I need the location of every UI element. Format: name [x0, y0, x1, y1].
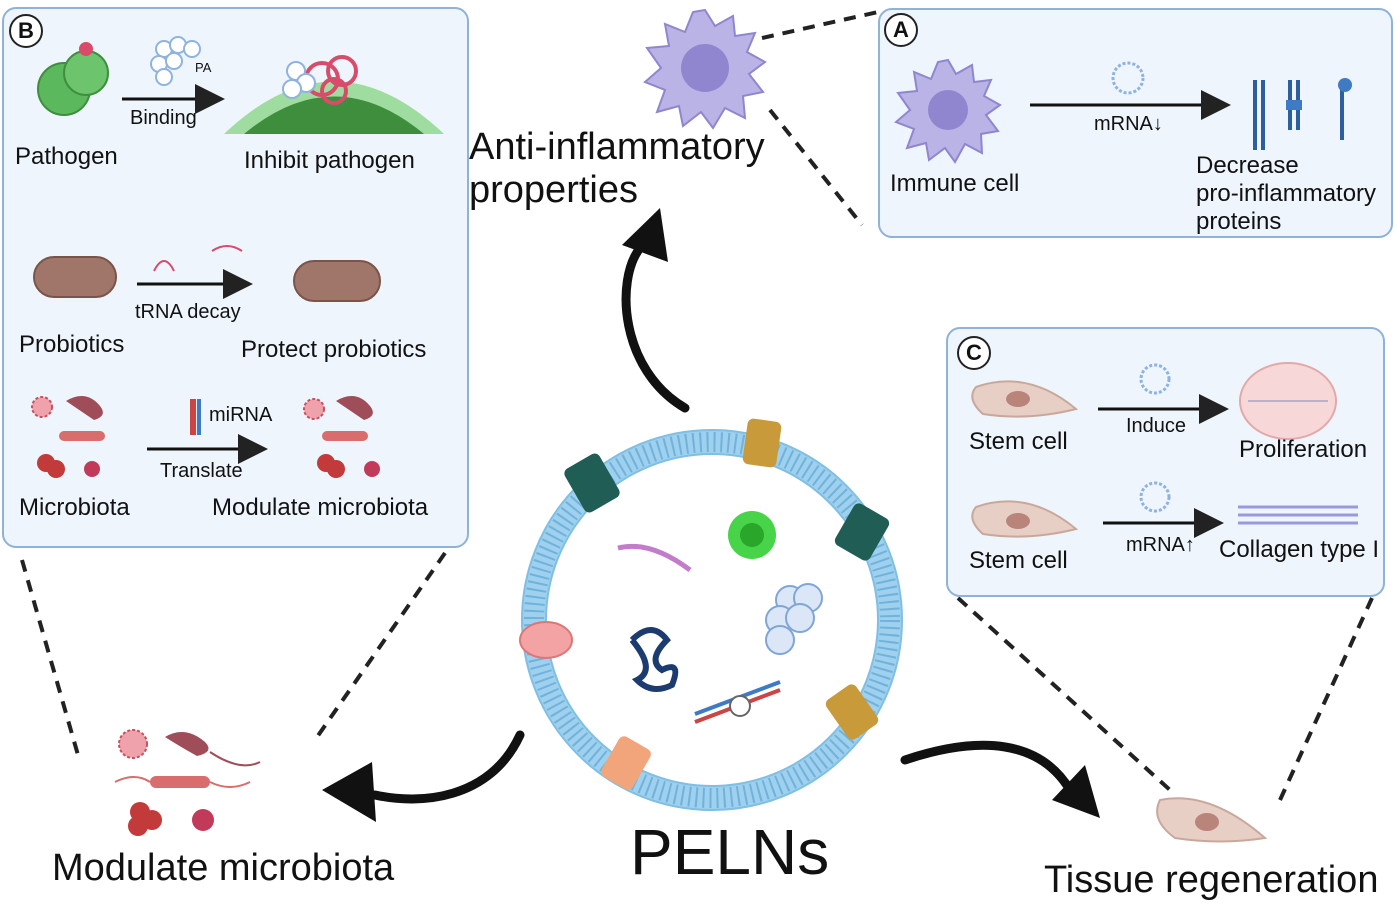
induce-label: Induce	[1126, 415, 1187, 437]
tissue-regeneration-label: Tissue regeneration	[1044, 859, 1379, 901]
proliferation-label: Proliferation	[1239, 436, 1368, 463]
probiotics-label: Probiotics	[19, 331, 125, 358]
panel-b	[2, 7, 469, 548]
decrease-line3: proteins	[1196, 208, 1282, 235]
panel-b-graphics	[31, 36, 444, 478]
decrease-line2: pro-inflammatory	[1196, 180, 1377, 207]
microbiota-cluster-bottom	[114, 729, 261, 836]
curved-arrow-heads	[322, 208, 1100, 822]
pelns-title: PELNs	[630, 816, 830, 888]
panel-a	[878, 8, 1393, 238]
panel-c	[946, 327, 1385, 597]
mrna-up-label: mRNA↑	[1126, 534, 1195, 556]
protect-probiotics-label: Protect probiotics	[241, 336, 427, 363]
panel-b-badge: B	[9, 14, 43, 48]
panel-a-graphics	[894, 58, 1352, 164]
anti-inflammatory-line1: Anti-inflammatory	[469, 126, 765, 168]
trna-decay-label: tRNA decay	[135, 301, 241, 323]
inhibit-pathogen-label: Inhibit pathogen	[244, 147, 415, 174]
translate-label: Translate	[160, 460, 243, 482]
immune-cell-top	[643, 8, 767, 130]
stem-cell-label-1: Stem cell	[969, 428, 1068, 455]
modulate-microbiota-label: Modulate microbiota	[52, 847, 395, 889]
collagen-label: Collagen type I	[1219, 536, 1380, 563]
mirna-label: miRNA	[209, 404, 273, 426]
microbiota-label: Microbiota	[19, 494, 130, 521]
binding-label: Binding	[130, 107, 197, 129]
panel-a-badge: A	[884, 13, 918, 47]
anti-inflammatory-line2: properties	[469, 169, 638, 211]
decrease-line1: Decrease	[1196, 152, 1299, 179]
modulate-microbiota-panel-label: Modulate microbiota	[212, 494, 429, 521]
pa-label: PA	[195, 60, 212, 75]
stem-cell-bottom	[1156, 797, 1268, 843]
panel-c-graphics	[971, 362, 1358, 538]
curved-arrows	[370, 243, 1075, 804]
peln-vesicle	[519, 418, 903, 811]
pathogen-label: Pathogen	[15, 143, 118, 170]
stem-cell-label-2: Stem cell	[969, 547, 1068, 574]
panel-c-badge: C	[957, 336, 991, 370]
mrna-down-label: mRNA↓	[1094, 113, 1163, 135]
dashed-connectors	[20, 10, 1374, 801]
immune-cell-label: Immune cell	[890, 170, 1020, 197]
